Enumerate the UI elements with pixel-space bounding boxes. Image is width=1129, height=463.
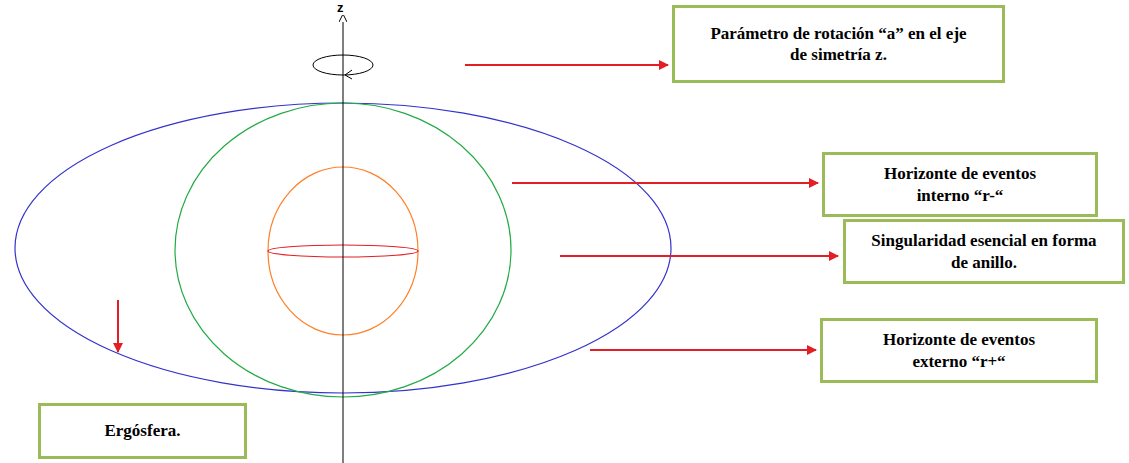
callout-text: Horizonte de eventos externo “r+“	[859, 329, 1059, 372]
callout-text: Horizonte de eventos interno “r-“	[860, 163, 1060, 206]
callout-box: Parámetro de rotación “a” en el eje de s…	[672, 5, 1005, 83]
axis-label: z	[335, 0, 346, 15]
leader-arrow	[590, 349, 816, 351]
z-axis	[343, 22, 344, 463]
leader-arrow	[117, 300, 119, 352]
leader-arrow	[465, 64, 668, 66]
rotation-arrowhead	[345, 70, 352, 79]
callout-box: Ergósfera.	[38, 403, 247, 459]
callout-text: Singularidad esencial en forma de anillo…	[864, 230, 1104, 273]
callout-box: Horizonte de eventos externo “r+“	[820, 318, 1098, 383]
leader-arrow	[512, 182, 818, 184]
callout-box: Singularidad esencial en forma de anillo…	[843, 219, 1125, 284]
callout-box: Horizonte de eventos interno “r-“	[822, 152, 1098, 217]
rotation-ellipse	[313, 55, 373, 75]
leader-arrow	[560, 255, 838, 257]
callout-text: Parámetro de rotación “a” en el eje de s…	[709, 23, 969, 66]
callout-text: Ergósfera.	[104, 420, 180, 441]
